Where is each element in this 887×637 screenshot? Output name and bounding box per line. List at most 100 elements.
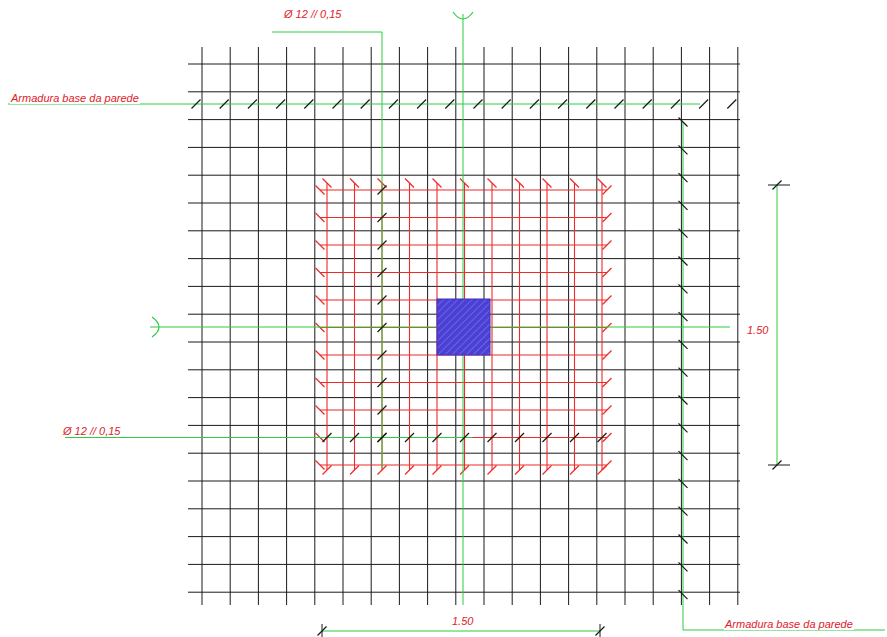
bar-tick xyxy=(643,100,652,109)
rebar-line xyxy=(188,175,740,176)
bar-tick xyxy=(276,100,285,109)
bar-hook xyxy=(543,466,552,475)
wall-callout: Armadura base da parede xyxy=(10,92,140,104)
rebar-line xyxy=(188,564,740,565)
dimension-extension xyxy=(768,185,790,186)
bar-tick xyxy=(445,100,454,109)
label-anchor: Ø 12 // 0,15 xyxy=(62,421,121,439)
bar-tick xyxy=(679,145,688,154)
rebar-line xyxy=(286,47,287,605)
bar-tick xyxy=(378,406,387,415)
rebar-line xyxy=(188,64,740,65)
bar-tick xyxy=(304,100,313,109)
bar-hook xyxy=(433,179,442,188)
bar-tick xyxy=(679,451,688,460)
rebar-line xyxy=(625,47,626,605)
bar-hook xyxy=(603,268,612,277)
bar-hook xyxy=(405,466,414,475)
rebar-line xyxy=(709,47,710,605)
rebar-line xyxy=(596,47,597,605)
bar-tick xyxy=(378,433,387,442)
bar-hook xyxy=(603,213,612,222)
rebar-line xyxy=(512,47,513,605)
bar-hook xyxy=(316,461,325,470)
bar-tick xyxy=(679,340,688,349)
bar-hook xyxy=(350,179,359,188)
bar-tick xyxy=(570,433,579,442)
slab-mesh xyxy=(188,47,740,605)
rebar-line xyxy=(314,47,315,605)
dimension-line xyxy=(777,185,778,465)
bar-tick xyxy=(679,396,688,405)
bar-tick xyxy=(378,241,387,250)
axis-symbol xyxy=(152,317,159,337)
bar-tick xyxy=(679,479,688,488)
bar-hook xyxy=(603,351,612,360)
bar-tick xyxy=(192,100,201,109)
bar-tick xyxy=(515,433,524,442)
bar-tick xyxy=(679,562,688,571)
bar-tick xyxy=(679,312,688,321)
bar-hook xyxy=(316,213,325,222)
rebar-line xyxy=(188,91,740,92)
bar-tick xyxy=(417,100,426,109)
bar-hook xyxy=(603,378,612,387)
bar-tick xyxy=(679,368,688,377)
bar-tick xyxy=(378,186,387,195)
rebar-line xyxy=(540,47,541,605)
bar-hook xyxy=(603,433,612,442)
bar-tick xyxy=(488,433,497,442)
bar-tick xyxy=(378,296,387,305)
label-anchor: 1.50 xyxy=(451,611,474,629)
bar-hook xyxy=(316,268,325,277)
bar-tick xyxy=(598,433,607,442)
bar-tick xyxy=(378,213,387,222)
rebar-line xyxy=(188,536,740,537)
rebar-line xyxy=(202,47,203,605)
bar-tick xyxy=(586,100,595,109)
bar-tick xyxy=(460,433,469,442)
rebar-line xyxy=(258,47,259,605)
axis-symbol xyxy=(453,12,473,19)
bar-hook xyxy=(316,351,325,360)
bar-tick xyxy=(558,100,567,109)
bar-tick xyxy=(615,100,624,109)
bar-tick xyxy=(671,100,680,109)
bar-hook xyxy=(603,296,612,305)
dimension-label: 1.50 xyxy=(746,324,769,336)
dimension-extension xyxy=(768,465,790,466)
bar-hook xyxy=(316,296,325,305)
rebar-line xyxy=(188,592,740,593)
label-anchor: 1.50 xyxy=(746,320,769,338)
bar-tick xyxy=(679,284,688,293)
label-anchor: Armadura base da parede xyxy=(724,614,854,632)
bar-tick xyxy=(679,535,688,544)
bar-callout: Ø 12 // 0,15 xyxy=(62,425,121,437)
bar-hook xyxy=(488,466,497,475)
bar-tick xyxy=(502,100,511,109)
bar-hook xyxy=(323,466,332,475)
rebar-line xyxy=(188,119,740,120)
bar-hook xyxy=(323,179,332,188)
bar-tick xyxy=(679,507,688,516)
bar-hook xyxy=(433,466,442,475)
bar-hook xyxy=(488,179,497,188)
bar-tick xyxy=(474,100,483,109)
bar-hook xyxy=(570,466,579,475)
bar-tick xyxy=(679,118,688,127)
bar-tick xyxy=(727,100,736,109)
wall-callout: Armadura base da parede xyxy=(724,618,854,630)
bar-tick xyxy=(679,229,688,238)
rebar-line xyxy=(681,47,682,605)
bar-callout: Ø 12 // 0,15 xyxy=(283,8,342,20)
leader-line xyxy=(683,122,885,630)
bar-hook xyxy=(316,406,325,415)
bar-tick xyxy=(679,590,688,599)
bar-tick xyxy=(378,351,387,360)
bar-hook xyxy=(405,179,414,188)
rebar-line xyxy=(399,47,400,605)
bar-tick xyxy=(679,257,688,266)
bar-tick xyxy=(378,378,387,387)
rebar-line xyxy=(188,147,740,148)
rebar-line xyxy=(568,47,569,605)
